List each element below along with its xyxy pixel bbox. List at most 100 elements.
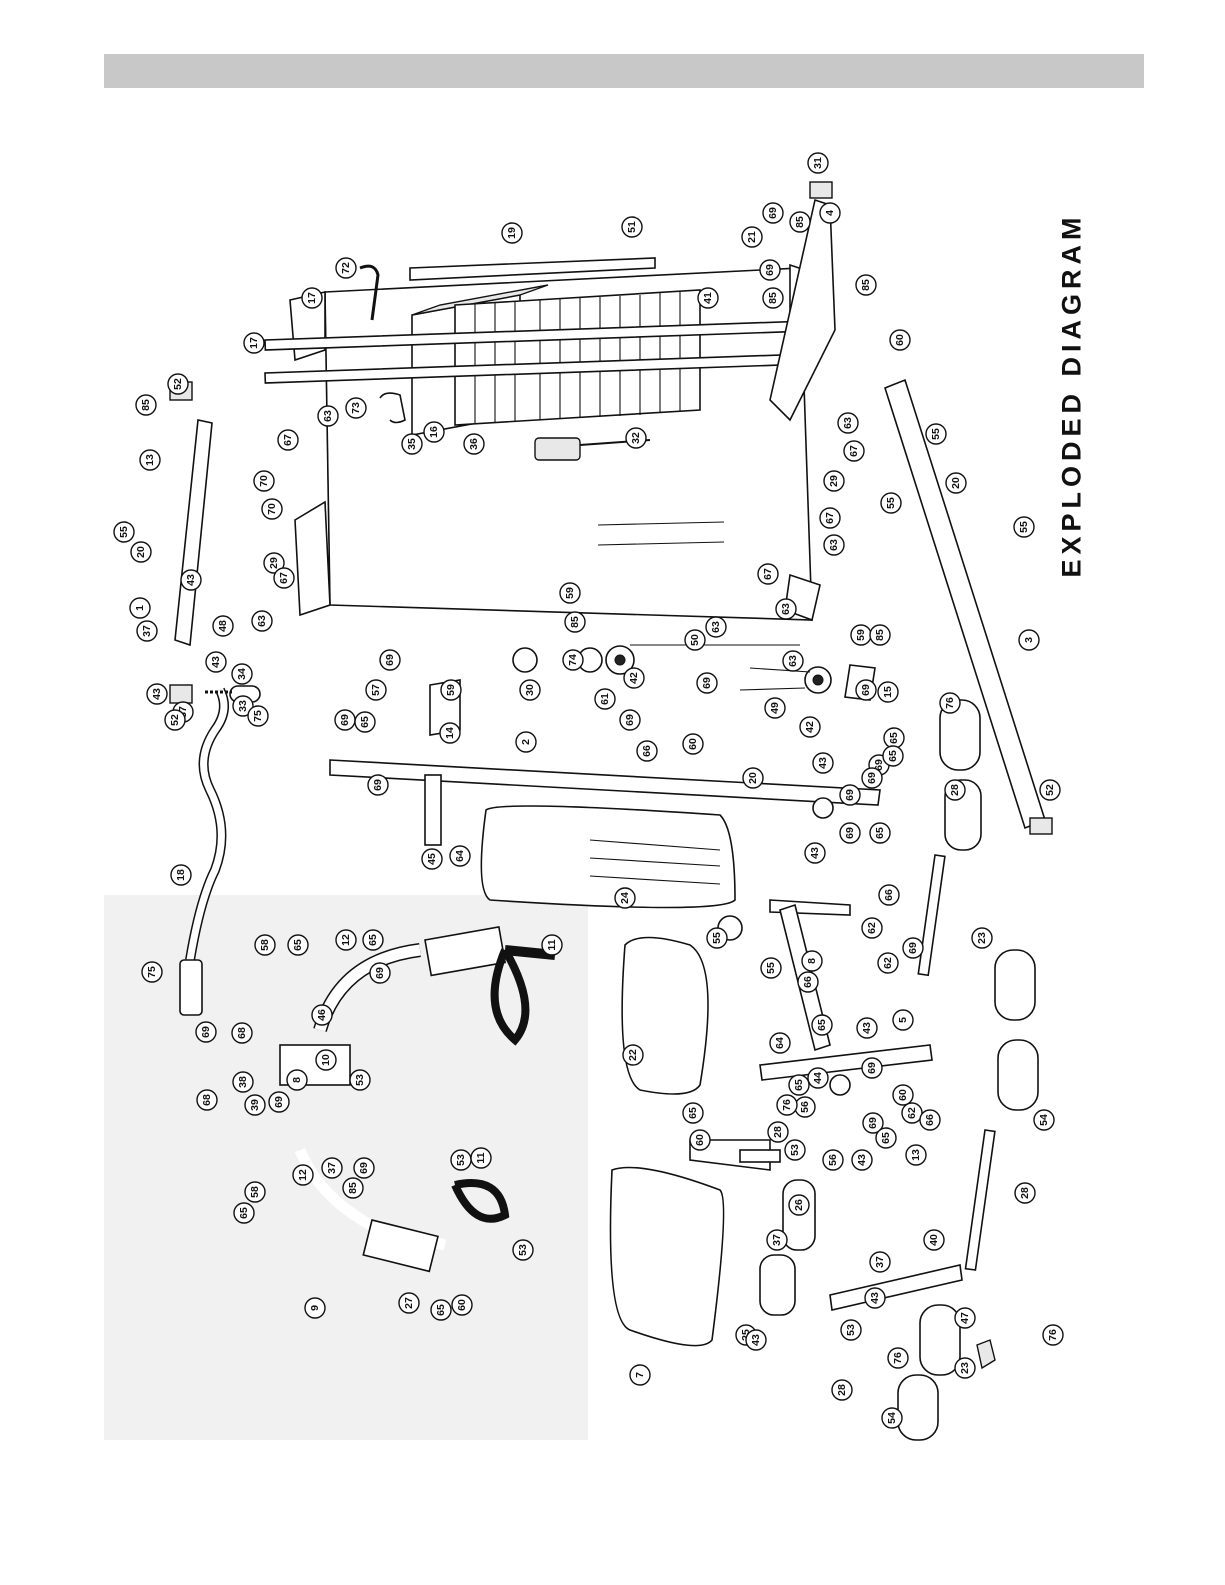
svg-text:53: 53 <box>845 1324 857 1336</box>
callout-13: 13 <box>905 1144 927 1166</box>
svg-text:1: 1 <box>134 605 146 611</box>
svg-text:14: 14 <box>444 727 456 739</box>
callout-26: 26 <box>788 1194 810 1216</box>
svg-text:65: 65 <box>292 939 304 951</box>
svg-text:13: 13 <box>144 454 156 466</box>
callout-55: 55 <box>706 927 728 949</box>
callout-36: 36 <box>463 433 485 455</box>
svg-text:43: 43 <box>869 1292 881 1304</box>
svg-text:70: 70 <box>258 475 270 487</box>
svg-text:53: 53 <box>354 1074 366 1086</box>
callout-43: 43 <box>205 651 227 673</box>
callout-69: 69 <box>268 1091 290 1113</box>
callout-8: 8 <box>286 1069 308 1091</box>
svg-text:65: 65 <box>880 1132 892 1144</box>
svg-text:69: 69 <box>866 772 878 784</box>
callout-66: 66 <box>878 884 900 906</box>
callout-43: 43 <box>745 1329 767 1351</box>
callout-69: 69 <box>902 937 924 959</box>
svg-text:69: 69 <box>374 967 386 979</box>
svg-text:63: 63 <box>780 603 792 615</box>
callout-14: 14 <box>439 722 461 744</box>
svg-text:66: 66 <box>641 745 653 757</box>
callout-69: 69 <box>855 679 877 701</box>
svg-text:67: 67 <box>282 434 294 446</box>
svg-text:20: 20 <box>747 772 759 784</box>
svg-text:30: 30 <box>524 684 536 696</box>
svg-text:59: 59 <box>855 629 867 641</box>
callout-29: 29 <box>823 470 845 492</box>
callout-65: 65 <box>811 1014 833 1036</box>
callout-35: 35 <box>401 433 423 455</box>
callout-43: 43 <box>146 683 168 705</box>
callout-60: 60 <box>682 733 704 755</box>
callout-75: 75 <box>247 705 269 727</box>
callout-72: 72 <box>335 257 357 279</box>
callout-28: 28 <box>767 1121 789 1143</box>
svg-text:65: 65 <box>816 1019 828 1031</box>
svg-text:62: 62 <box>866 922 878 934</box>
svg-text:69: 69 <box>764 264 776 276</box>
callout-58: 58 <box>244 1181 266 1203</box>
svg-text:43: 43 <box>817 757 829 769</box>
svg-text:66: 66 <box>924 1114 936 1126</box>
callout-37: 37 <box>869 1251 891 1273</box>
svg-text:65: 65 <box>687 1107 699 1119</box>
svg-text:63: 63 <box>256 615 268 627</box>
svg-text:64: 64 <box>454 850 466 862</box>
callout-73: 73 <box>345 397 367 419</box>
svg-text:75: 75 <box>146 966 158 978</box>
svg-text:43: 43 <box>861 1022 873 1034</box>
svg-text:66: 66 <box>883 889 895 901</box>
callout-59: 59 <box>440 679 462 701</box>
callout-19: 19 <box>501 222 523 244</box>
svg-text:4: 4 <box>824 210 836 216</box>
callout-44: 44 <box>807 1067 829 1089</box>
svg-text:69: 69 <box>844 827 856 839</box>
callout-74: 74 <box>562 649 584 671</box>
svg-text:68: 68 <box>201 1094 213 1106</box>
callout-53: 53 <box>784 1139 806 1161</box>
svg-text:53: 53 <box>517 1244 529 1256</box>
svg-text:65: 65 <box>367 934 379 946</box>
svg-text:51: 51 <box>626 221 638 233</box>
part-24-backrest-pad <box>480 805 736 909</box>
svg-text:67: 67 <box>762 568 774 580</box>
svg-text:72: 72 <box>340 262 352 274</box>
svg-text:49: 49 <box>769 702 781 714</box>
callout-76: 76 <box>776 1094 798 1116</box>
svg-text:31: 31 <box>812 157 824 169</box>
svg-text:65: 65 <box>887 750 899 762</box>
svg-text:42: 42 <box>804 721 816 733</box>
callout-85: 85 <box>342 1177 364 1199</box>
svg-text:65: 65 <box>238 1207 250 1219</box>
svg-text:69: 69 <box>907 942 919 954</box>
small-parts <box>205 264 651 703</box>
svg-text:26: 26 <box>793 1199 805 1211</box>
callout-42: 42 <box>799 716 821 738</box>
callout-43: 43 <box>812 752 834 774</box>
callout-13: 13 <box>139 449 161 471</box>
svg-text:39: 39 <box>249 1099 261 1111</box>
part-7-leg-bar <box>829 1264 963 1311</box>
svg-text:17: 17 <box>248 337 260 349</box>
callout-31: 31 <box>807 152 829 174</box>
svg-text:8: 8 <box>291 1077 303 1083</box>
svg-text:69: 69 <box>339 714 351 726</box>
callout-43: 43 <box>856 1017 878 1039</box>
callout-48: 48 <box>212 615 234 637</box>
callout-63: 63 <box>705 616 727 638</box>
callout-46: 46 <box>311 1004 333 1026</box>
callout-63: 63 <box>317 405 339 427</box>
svg-text:56: 56 <box>799 1101 811 1113</box>
callout-2: 2 <box>515 731 537 753</box>
svg-text:76: 76 <box>1047 1329 1059 1341</box>
part-19-selector-bar <box>409 257 656 281</box>
svg-text:43: 43 <box>151 688 163 700</box>
callout-56: 56 <box>822 1149 844 1171</box>
svg-text:54: 54 <box>1038 1114 1050 1126</box>
callout-65: 65 <box>287 934 309 956</box>
svg-text:59: 59 <box>445 684 457 696</box>
callout-10: 10 <box>315 1049 337 1071</box>
callout-65: 65 <box>430 1299 452 1321</box>
